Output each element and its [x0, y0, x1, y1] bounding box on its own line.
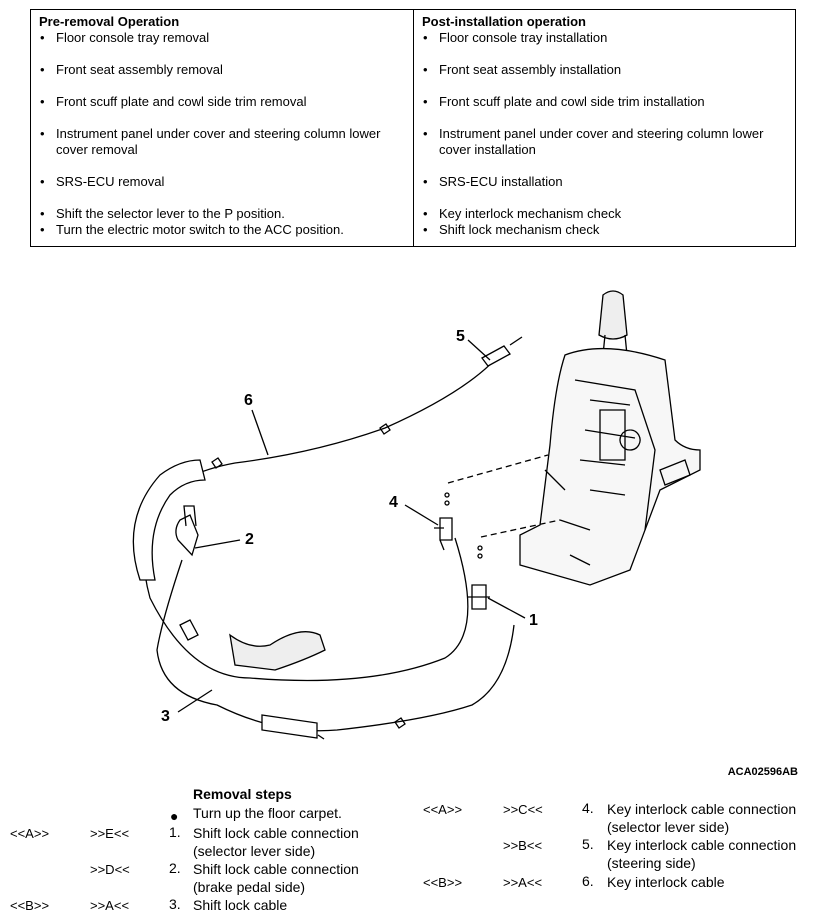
figure-code: ACA02596AB: [727, 766, 798, 778]
key-interlock-connector: [434, 492, 453, 551]
list-item: Instrument panel under cover and steerin…: [422, 126, 795, 158]
post-installation-header: Post-installation operation: [422, 14, 586, 29]
installation-mark: >>A<<: [90, 898, 130, 913]
shift-lock-cable: [156, 505, 515, 740]
step-text: Shift lock cable connection: [193, 825, 359, 841]
removal-steps-title: Removal steps: [193, 786, 292, 802]
list-item: SRS-ECU installation: [422, 174, 795, 190]
step-text-detail: (selector lever side): [607, 819, 730, 835]
step-text: Key interlock cable connection: [607, 801, 797, 817]
removal-mark: <<B>>: [423, 875, 463, 890]
step-text: Key interlock cable connection: [607, 837, 797, 853]
step-text-detail: (steering side): [607, 855, 696, 871]
post-installation-list: Floor console tray installation Front se…: [422, 30, 795, 238]
step-text: Shift lock cable: [193, 897, 288, 913]
step-text: Key interlock cable: [607, 874, 725, 890]
pre-removal-header: Pre-removal Operation: [39, 14, 180, 29]
step-number: 3.: [169, 896, 181, 912]
list-item: Front seat assembly removal: [39, 62, 413, 78]
operations-table: Pre-removal Operation Floor console tray…: [30, 9, 796, 247]
step-number: 6.: [582, 873, 594, 889]
step-number: 5.: [582, 836, 594, 852]
list-item: Floor console tray removal: [39, 30, 413, 46]
list-item: Key interlock mechanism check: [422, 206, 795, 222]
callout-1: 1: [529, 612, 538, 629]
list-item: Front seat assembly installation: [422, 62, 795, 78]
pre-removal-list: Floor console tray removal Front seat as…: [39, 30, 413, 238]
list-item: Shift the selector lever to the P positi…: [39, 206, 413, 222]
removal-mark: <<B>>: [10, 898, 50, 913]
selector-lever-assembly: [519, 290, 701, 586]
shift-lock-connector: [468, 545, 490, 610]
list-item: Front scuff plate and cowl side trim rem…: [39, 94, 413, 110]
step-text: Shift lock cable connection: [193, 861, 359, 877]
callout-3: 3: [161, 708, 170, 725]
brake-pedal-bracket: [179, 619, 326, 671]
installation-mark: >>C<<: [503, 802, 543, 817]
list-item: SRS-ECU removal: [39, 174, 413, 190]
removal-mark: <<A>>: [423, 802, 463, 817]
callout-2: 2: [245, 531, 254, 548]
post-installation-column: Post-installation operation Floor consol…: [414, 10, 795, 246]
step-number: 1.: [169, 824, 181, 840]
pre-step-text: Turn up the floor carpet.: [193, 805, 342, 821]
callout-4: 4: [389, 494, 398, 511]
key-interlock-cable: [142, 336, 523, 682]
installation-mark: >>A<<: [503, 875, 543, 890]
list-item: Instrument panel under cover and steerin…: [39, 126, 413, 158]
callout-5: 5: [456, 328, 465, 345]
callout-6: 6: [244, 392, 253, 409]
step-text-detail: (brake pedal side): [193, 879, 306, 895]
pre-removal-column: Pre-removal Operation Floor console tray…: [31, 10, 414, 246]
list-item: Turn the electric motor switch to the AC…: [39, 222, 413, 238]
bullet-icon: ●: [170, 808, 179, 824]
step-number: 2.: [169, 860, 181, 876]
installation-mark: >>D<<: [90, 862, 130, 877]
step-text-detail: (selector lever side): [193, 843, 316, 859]
cable-diagram: [132, 290, 701, 740]
list-item: Floor console tray installation: [422, 30, 795, 46]
list-item: Shift lock mechanism check: [422, 222, 795, 238]
installation-mark: >>E<<: [90, 826, 130, 841]
removal-mark: <<A>>: [10, 826, 50, 841]
step-number: 4.: [582, 800, 594, 816]
list-item: Front scuff plate and cowl side trim ins…: [422, 94, 795, 110]
installation-mark: >>B<<: [503, 838, 543, 853]
